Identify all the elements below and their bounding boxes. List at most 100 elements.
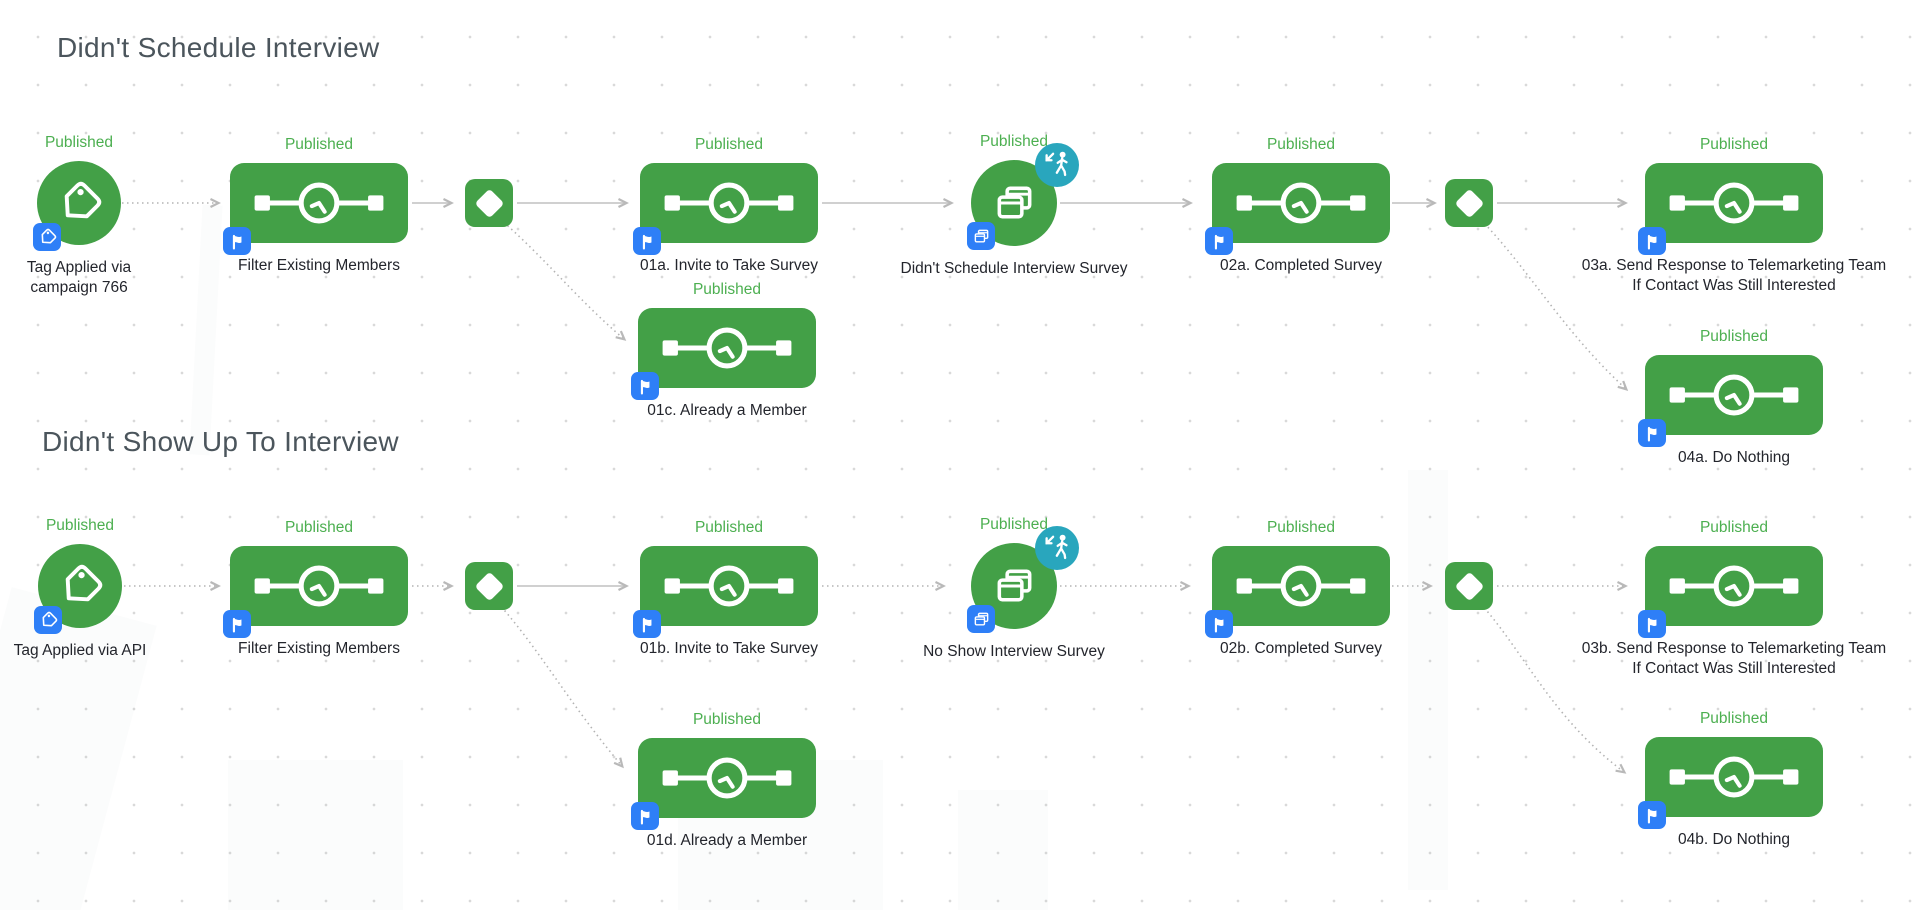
node-label: 03b. Send Response to Telemarketing Team… <box>1581 640 1887 677</box>
timer-icon <box>657 325 797 371</box>
status-badge: Published <box>44 134 114 151</box>
status-badge: Published <box>979 516 1049 533</box>
status-badge: Published <box>692 711 762 728</box>
person-exit-icon <box>1035 526 1079 570</box>
flag-badge-icon <box>223 227 251 255</box>
status-badge: Published <box>979 133 1049 150</box>
node-label: 04b. Do Nothing <box>1677 831 1791 848</box>
node-label: Filter Existing Members <box>238 257 400 274</box>
flag-badge-icon <box>631 802 659 830</box>
sequence-node-shape <box>633 163 818 255</box>
timer-icon <box>1664 180 1804 226</box>
pages-badge-icon <box>967 605 995 633</box>
node-decision-4[interactable] <box>1445 562 1493 610</box>
node-label: 01d. Already a Member <box>646 832 808 849</box>
sequence-node-shape <box>1205 163 1390 255</box>
tag-badge-icon <box>34 606 62 634</box>
node-label: Tag Applied via API <box>13 642 147 659</box>
node-didnt-schedule-interview-survey[interactable]: Published Didn't Schedule Interview Surv… <box>901 133 1128 277</box>
survey-goal-node-shape <box>967 526 1079 633</box>
flag-badge-icon <box>1205 227 1233 255</box>
node-02b-completed-survey[interactable]: Published 02b. Completed Survey <box>1205 519 1390 657</box>
timer-icon <box>1664 754 1804 800</box>
node-no-show-interview-survey[interactable]: Published No Show Interview Survey <box>923 516 1105 660</box>
node-03b-send-response-to-telemarketing[interactable]: Published 03b. Send Response to Telemark… <box>1582 519 1886 677</box>
sequence-node-shape <box>631 308 816 400</box>
decision-diamond-icon <box>1445 179 1493 227</box>
sequence-node-shape <box>1638 546 1823 638</box>
node-01a-invite-to-take-survey[interactable]: Published 01a. Invite to Take Survey <box>633 136 818 274</box>
node-label: Tag Applied via campaign 766 <box>26 259 132 296</box>
node-filter-existing-members-1[interactable]: Published Filter Existing Members <box>223 136 408 274</box>
timer-icon <box>1664 563 1804 609</box>
node-decision-3[interactable] <box>465 562 513 610</box>
node-label: 04a. Do Nothing <box>1677 449 1791 466</box>
status-badge: Published <box>1699 328 1769 345</box>
node-label: 01a. Invite to Take Survey <box>639 257 819 274</box>
flag-badge-icon <box>1638 419 1666 447</box>
node-decision-1[interactable] <box>465 179 513 227</box>
node-tag-applied-via-api[interactable]: Published Tag Applied via API <box>14 517 147 659</box>
node-03a-send-response-to-telemarketing[interactable]: Published 03a. Send Response to Telemark… <box>1582 136 1886 294</box>
pages-badge-icon <box>967 222 995 250</box>
timer-icon <box>1231 180 1371 226</box>
status-badge: Published <box>1699 519 1769 536</box>
node-filter-existing-members-2[interactable]: Published Filter Existing Members <box>223 519 408 657</box>
node-04a-do-nothing[interactable]: Published 04a. Do Nothing <box>1638 328 1823 466</box>
status-badge: Published <box>45 517 115 534</box>
survey-goal-node-shape <box>967 143 1079 250</box>
flag-badge-icon <box>631 372 659 400</box>
timer-icon <box>1231 563 1371 609</box>
timer-icon <box>249 563 389 609</box>
node-04b-do-nothing[interactable]: Published 04b. Do Nothing <box>1638 710 1823 848</box>
flag-badge-icon <box>223 610 251 638</box>
sequence-node-shape <box>223 163 408 255</box>
node-label: 02a. Completed Survey <box>1220 257 1382 274</box>
sequence-node-shape <box>223 546 408 638</box>
flag-badge-icon <box>1638 227 1666 255</box>
flag-badge-icon <box>1638 801 1666 829</box>
node-01b-invite-to-take-survey[interactable]: Published 01b. Invite to Take Survey <box>633 519 818 657</box>
decision-diamond-icon <box>465 179 513 227</box>
tag-icon <box>56 180 103 227</box>
sequence-node-shape <box>631 738 816 830</box>
flag-badge-icon <box>1205 610 1233 638</box>
status-badge: Published <box>284 519 354 536</box>
timer-icon <box>659 180 799 226</box>
flow-title-didnt-schedule-interview: Didn't Schedule Interview <box>57 32 380 63</box>
tag-badge-icon <box>33 223 61 251</box>
flag-badge-icon <box>1638 610 1666 638</box>
flow-title-didnt-show-up-to-interview: Didn't Show Up To Interview <box>42 426 399 457</box>
node-01d-already-a-member[interactable]: Published 01d. Already a Member <box>631 711 816 849</box>
timer-icon <box>249 180 389 226</box>
decision-diamond-icon <box>1445 562 1493 610</box>
sequence-node-shape <box>1638 163 1823 255</box>
status-badge: Published <box>1266 136 1336 153</box>
goal-node-shape <box>34 544 122 634</box>
sequence-node-shape <box>1638 737 1823 829</box>
node-label: 01b. Invite to Take Survey <box>639 640 819 657</box>
flag-badge-icon <box>633 610 661 638</box>
timer-icon <box>1664 372 1804 418</box>
decision-diamond-icon <box>465 562 513 610</box>
node-label: 01c. Already a Member <box>647 402 807 419</box>
status-badge: Published <box>1699 710 1769 727</box>
node-label: 03a. Send Response to Telemarketing Team… <box>1581 257 1887 294</box>
goal-node-shape <box>33 161 121 251</box>
sequence-node-shape <box>1205 546 1390 638</box>
status-badge: Published <box>694 519 764 536</box>
timer-icon <box>657 755 797 801</box>
sequence-node-shape <box>633 546 818 638</box>
node-label: 02b. Completed Survey <box>1220 640 1382 657</box>
person-exit-icon <box>1035 143 1079 187</box>
node-tag-applied-via-campaign-766[interactable]: Published Tag Applied via campaign 766 <box>27 134 131 296</box>
status-badge: Published <box>284 136 354 153</box>
node-decision-2[interactable] <box>1445 179 1493 227</box>
timer-icon <box>659 563 799 609</box>
status-badge: Published <box>1266 519 1336 536</box>
node-01c-already-a-member[interactable]: Published 01c. Already a Member <box>631 281 816 419</box>
pages-icon <box>991 180 1038 227</box>
status-badge: Published <box>692 281 762 298</box>
node-02a-completed-survey[interactable]: Published 02a. Completed Survey <box>1205 136 1390 274</box>
